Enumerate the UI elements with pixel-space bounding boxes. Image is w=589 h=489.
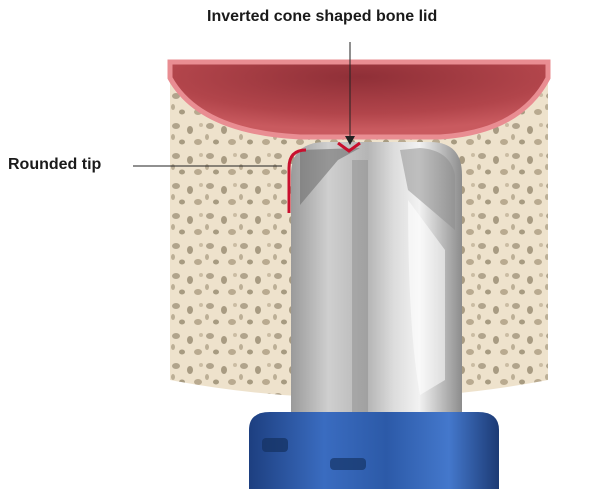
- sinus-membrane: [170, 62, 548, 137]
- drill-groove: [352, 160, 368, 420]
- collar-notch: [262, 438, 288, 452]
- collar-notch: [330, 458, 366, 470]
